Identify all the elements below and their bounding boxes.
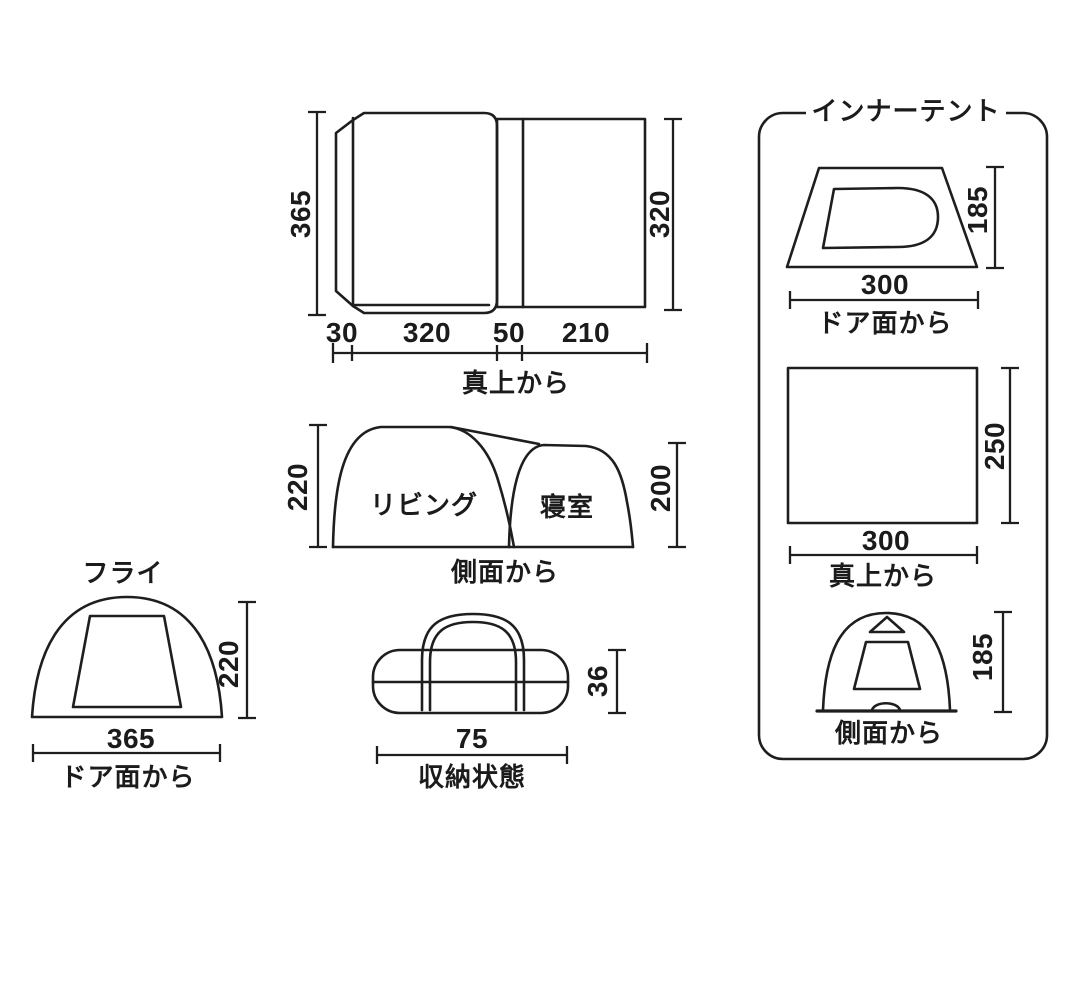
inner-side-dim-185: 185 (967, 632, 998, 682)
side-view-dim-220: 220 (282, 462, 313, 512)
top-view-dim-bottom-line (331, 343, 649, 363)
inner-tent-title: インナーテント (811, 96, 1001, 126)
inner-top-dim-300-line (788, 546, 979, 564)
inner-front-door (821, 186, 940, 250)
inner-side-vent-triangle (868, 615, 906, 634)
inner-top-dim-300: 300 (861, 525, 911, 556)
inner-side-body (821, 611, 952, 712)
side-view-bedroom-hump (507, 443, 635, 549)
top-view-dim-50: 50 (492, 317, 526, 348)
top-view-dim-320b: 320 (402, 317, 452, 348)
top-view-inner-rect (495, 117, 647, 309)
fly-dome-outline (30, 595, 224, 719)
top-view-drawing (308, 110, 682, 363)
inner-side-dim-185-line (994, 610, 1012, 714)
inner-side-window (852, 640, 922, 691)
inner-top-dim-250-line (1001, 366, 1019, 525)
fly-title: フライ (82, 558, 164, 588)
bag-handle-outer (420, 612, 526, 712)
bag-dim-75: 75 (455, 723, 489, 754)
inner-front-outline (785, 166, 979, 269)
inner-front-caption: ドア面から (817, 308, 953, 338)
inner-side-bottom-arc (870, 701, 902, 712)
fly-drawing (30, 595, 256, 762)
top-view-dim-320: 320 (644, 189, 675, 239)
bag-dim-75-line (375, 746, 569, 764)
fly-caption: ドア面から (60, 762, 196, 792)
inner-top-dim-250: 250 (979, 421, 1010, 471)
top-view-dim-365-line (308, 110, 326, 317)
fly-dim-365: 365 (106, 723, 156, 754)
side-view-living-hump (331, 425, 516, 549)
fly-dim-220: 220 (213, 639, 244, 689)
inner-front-dim-185: 185 (962, 185, 993, 235)
side-view-caption: 側面から (450, 557, 560, 587)
bag-dim-36: 36 (582, 664, 613, 698)
side-view-drawing (309, 423, 686, 549)
side-view-dim-220-line (309, 423, 327, 549)
side-view-room-living: リビング (369, 490, 479, 520)
inner-tent-title-gap (806, 97, 1006, 128)
inner-front-dim-185-line (986, 165, 1004, 270)
inner-top-caption: 真上から (828, 561, 938, 591)
fly-dim-220-line (238, 600, 256, 720)
side-view-dim-200: 200 (645, 463, 676, 513)
inner-tent-panel (757, 97, 1049, 761)
bag-caption: 収納状態 (417, 762, 527, 792)
side-view-room-bedroom: 寝室 (539, 492, 595, 522)
top-view-caption: 真上から (461, 368, 571, 398)
inner-front-dim-300: 300 (860, 269, 910, 300)
inner-side-caption: 側面から (834, 718, 944, 748)
inner-top-rect (786, 366, 979, 525)
top-view-dim-365: 365 (285, 189, 316, 239)
top-view-fly-outline (334, 111, 499, 315)
fly-door-outline (71, 614, 183, 709)
bag-handle-inner (428, 620, 518, 712)
top-view-dim-320-line (664, 117, 682, 312)
inner-front-dim-300-line (788, 291, 980, 309)
top-view-dim-30: 30 (325, 317, 359, 348)
side-view-ridge-connector (449, 425, 541, 446)
side-view-dim-200-line (668, 441, 686, 549)
top-view-dim-210: 210 (561, 317, 611, 348)
storage-bag-drawing (371, 612, 626, 764)
fly-dim-365-line (31, 744, 222, 762)
bag-dim-36-line (608, 648, 626, 715)
